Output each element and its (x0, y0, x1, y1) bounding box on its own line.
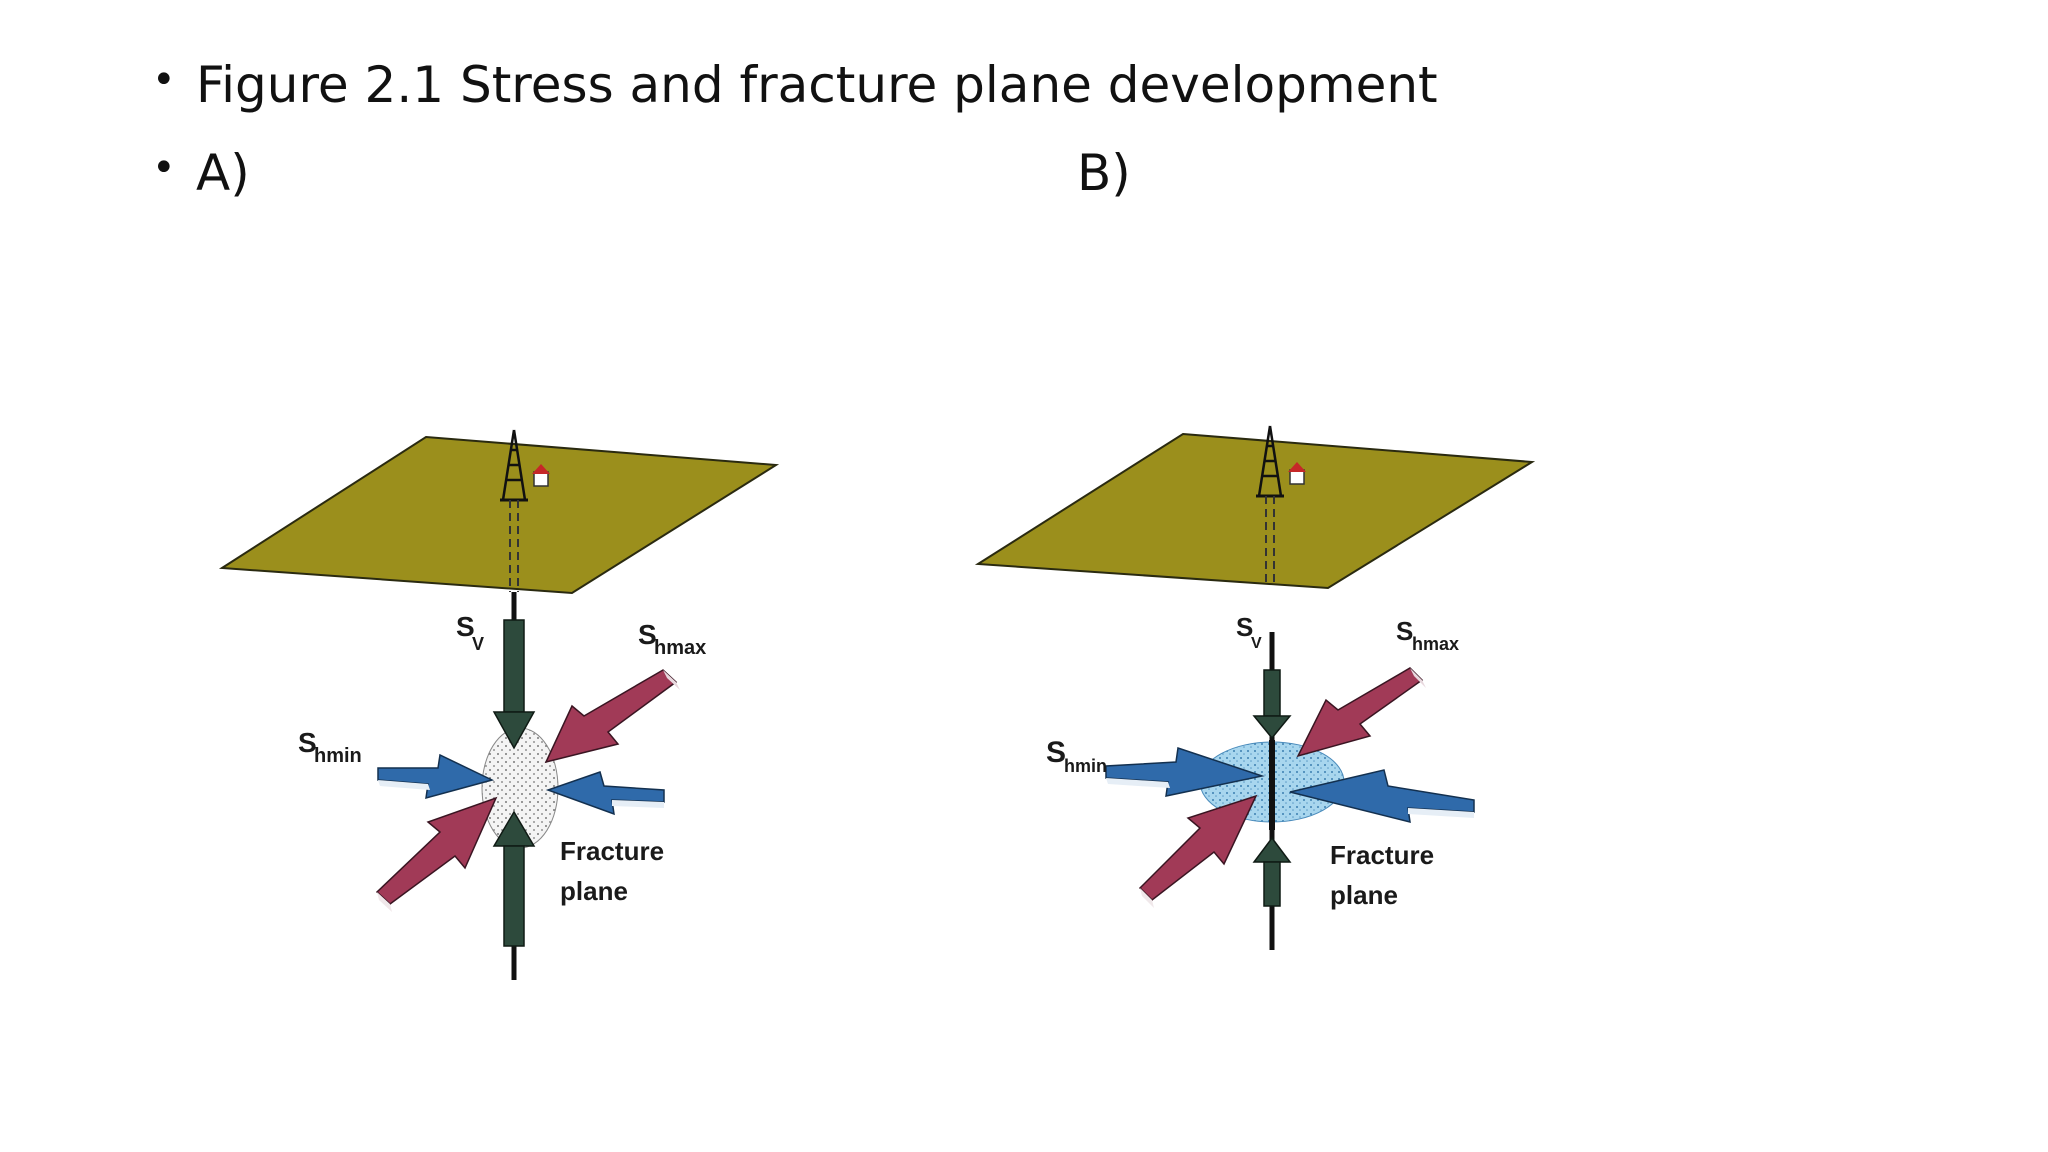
drilling-rig-icon (500, 429, 550, 502)
shmax-label-a: S (638, 619, 657, 650)
bullet-dot: • (152, 57, 176, 103)
sv-sub-b: V (1251, 635, 1262, 652)
shmax-arrow-upper (544, 669, 680, 764)
sv-arrow-down (1252, 669, 1292, 740)
shmin-label-b: S (1046, 736, 1066, 769)
shmin-label-a: S (298, 727, 317, 758)
sv-sub-a: V (472, 634, 484, 654)
fracture-label-a-2: plane (560, 876, 628, 906)
bullet-dot: • (152, 145, 176, 191)
shmax-sub-b: hmax (1412, 634, 1459, 654)
sv-label-b: S (1236, 612, 1253, 642)
sv-arrow-up (1252, 836, 1292, 907)
shmin-sub-b: hmin (1064, 756, 1107, 776)
shmax-arrow-lower (1138, 794, 1258, 908)
shmin-sub-a: hmin (314, 745, 362, 767)
sv-arrow-down (492, 619, 536, 750)
fracture-label-b-2: plane (1330, 880, 1398, 910)
surface-plane (974, 432, 1536, 590)
panel-b-label: B) (1077, 144, 1131, 202)
shmin-arrow-left (1105, 747, 1265, 797)
sv-label-a: S (456, 611, 475, 642)
shmax-label-b: S (1396, 616, 1413, 646)
fracture-label-b-1: Fracture (1330, 840, 1434, 870)
panel-a-label: A) (196, 144, 250, 202)
sv-arrow-up (492, 810, 536, 947)
shmax-arrow-upper (1296, 667, 1426, 758)
shmin-arrow-right (545, 771, 665, 816)
shmax-arrow-lower (375, 796, 498, 912)
drilling-rig-icon (1256, 425, 1306, 498)
fracture-label-a-1: Fracture (560, 836, 664, 866)
slide-title: Figure 2.1 Stress and fracture plane dev… (196, 56, 1438, 114)
shmin-arrow-right (1289, 769, 1475, 823)
surface-plane (218, 435, 780, 595)
panel-b-diagram: S V S hmax S hmin Fracture plane (974, 425, 1536, 950)
shmax-sub-a: hmax (654, 637, 706, 659)
panel-a-diagram: S V S hmax S hmin Fracture plane (218, 429, 780, 980)
shmin-arrow-left (377, 753, 495, 800)
